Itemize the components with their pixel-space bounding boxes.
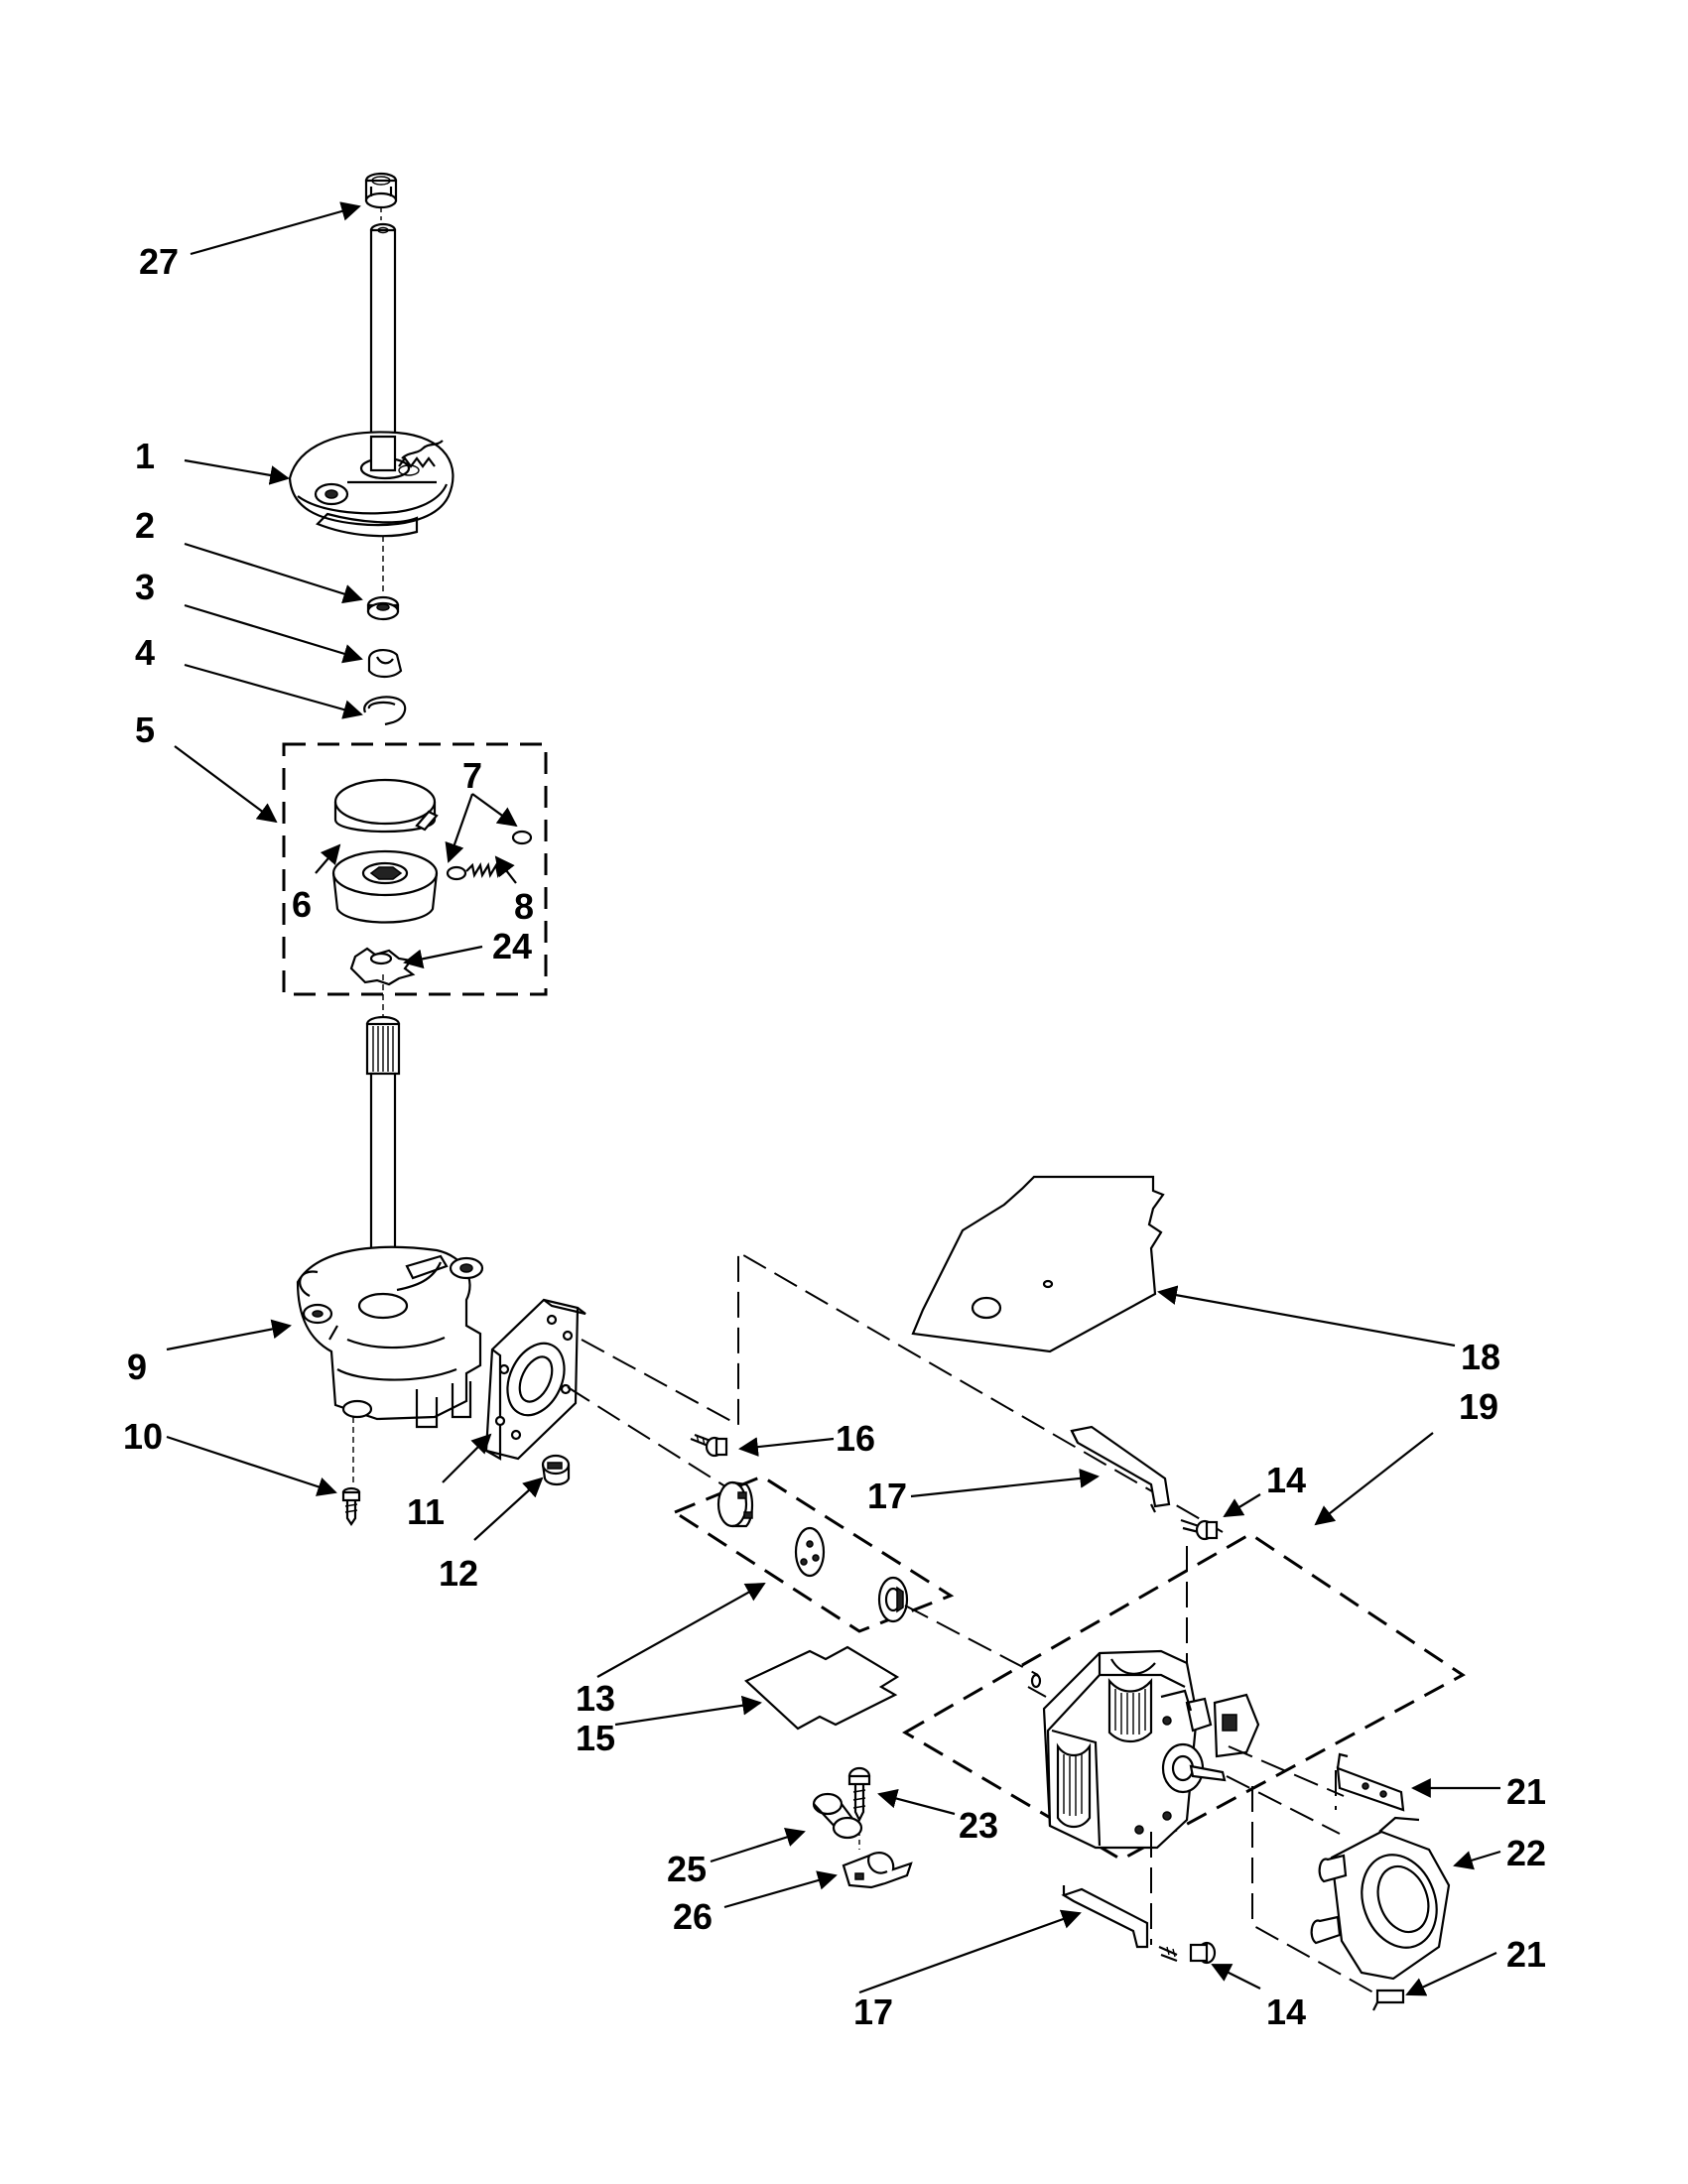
callout-labels: 27 1 2 3 4 5 7 6 8 24 9 10 11 12 16 18 1… xyxy=(123,241,1546,2032)
callout-11: 11 xyxy=(407,1491,445,1532)
part-25-bushing xyxy=(812,1792,863,1840)
assembly-13-outline xyxy=(671,1475,955,1633)
part-26-clamp xyxy=(842,1852,913,1889)
callout-17-upper: 17 xyxy=(867,1476,907,1516)
part-11-mounting-plate xyxy=(484,1298,586,1461)
callout-21-upper: 21 xyxy=(1506,1771,1546,1812)
part-13-coupler xyxy=(716,1480,909,1623)
part-1-brake-plate xyxy=(288,431,454,538)
callout-27: 27 xyxy=(139,241,179,282)
callout-10: 10 xyxy=(123,1416,163,1457)
part-6-band xyxy=(333,778,439,834)
part-7-8-spring xyxy=(446,830,533,881)
callout-17-lower: 17 xyxy=(853,1991,893,2032)
callout-15: 15 xyxy=(576,1718,615,1758)
callout-24: 24 xyxy=(492,926,532,966)
part-17-bracket-lower xyxy=(1061,1885,1149,1949)
part-10-screw xyxy=(341,1486,361,1526)
link-line-pump xyxy=(1226,1775,1341,1835)
callout-3: 3 xyxy=(135,567,155,607)
callout-22: 22 xyxy=(1506,1833,1546,1873)
motor-shaft-end xyxy=(1030,1673,1042,1689)
callout-5: 5 xyxy=(135,709,155,750)
callout-4: 4 xyxy=(135,632,155,673)
callout-1: 1 xyxy=(135,436,155,476)
link-line-upper xyxy=(581,1250,1224,1533)
part-12-bushing xyxy=(541,1454,571,1486)
part-15-pad xyxy=(744,1645,900,1731)
part-4-retaining-ring xyxy=(363,696,407,726)
part-17-bracket-upper xyxy=(1070,1425,1171,1513)
callout-7: 7 xyxy=(462,755,482,796)
part-22-pump xyxy=(1310,1816,1451,1981)
callout-2: 2 xyxy=(135,505,155,546)
callout-6: 6 xyxy=(292,884,312,925)
part-23-screw xyxy=(847,1766,871,1823)
part-hub xyxy=(331,849,439,924)
part-3-clip xyxy=(367,649,403,679)
callout-21-lower: 21 xyxy=(1506,1934,1546,1975)
part-18-shield xyxy=(911,1175,1165,1353)
part-16-bolt xyxy=(690,1433,728,1458)
assembly-5-outline xyxy=(282,742,548,996)
part-2-washer xyxy=(366,595,400,621)
callout-14-lower: 14 xyxy=(1266,1991,1306,2032)
callout-13: 13 xyxy=(576,1678,615,1719)
part-21-clip-lower xyxy=(1372,1989,1405,2011)
part-14-screw-upper xyxy=(1180,1518,1219,1541)
callout-8: 8 xyxy=(514,886,534,927)
part-9-gearcase xyxy=(296,1245,484,1429)
part-21-clip-upper xyxy=(1336,1752,1405,1812)
link-line-coupler xyxy=(904,1605,1039,1676)
callout-25: 25 xyxy=(667,1849,707,1889)
part-motor xyxy=(1042,1649,1260,1850)
callout-26: 26 xyxy=(673,1896,713,1937)
callout-12: 12 xyxy=(439,1553,478,1594)
link-line-mid xyxy=(567,1386,729,1489)
part-27-cap xyxy=(364,172,398,209)
callout-16: 16 xyxy=(836,1418,875,1459)
leader-lines xyxy=(166,201,1501,1996)
part-24-star-washer xyxy=(349,947,416,986)
callout-9: 9 xyxy=(127,1347,147,1387)
callout-14-upper: 14 xyxy=(1266,1460,1306,1500)
callout-23: 23 xyxy=(959,1805,998,1846)
part-14-screw-lower xyxy=(1158,1941,1217,1965)
callout-18: 18 xyxy=(1461,1337,1500,1377)
link-line-bracket xyxy=(1251,1786,1374,1993)
callout-19: 19 xyxy=(1459,1386,1498,1427)
